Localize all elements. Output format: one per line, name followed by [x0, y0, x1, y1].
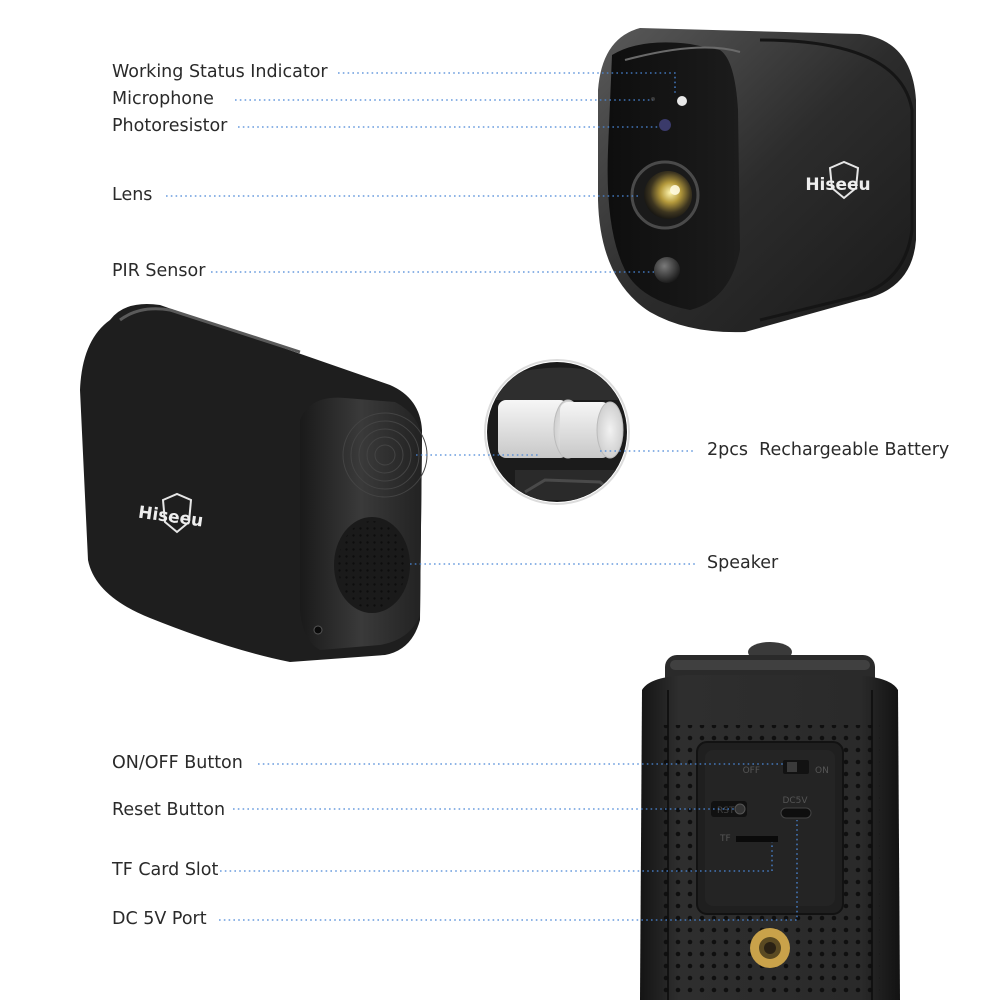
label-pir-sensor: PIR Sensor	[112, 261, 206, 281]
photoresistor	[659, 119, 671, 131]
label-onoff-button: ON/OFF Button	[112, 753, 243, 773]
pir-sensor	[654, 257, 680, 283]
status-indicator-led	[677, 96, 687, 106]
on-mark: ON	[815, 766, 829, 776]
camera-back-panel: OFF ON RST DC5V TF	[640, 642, 900, 1000]
microphone-hole	[651, 97, 655, 101]
label-photoresistor: Photoresistor	[112, 116, 228, 136]
label-speaker: Speaker	[707, 553, 779, 573]
label-rechargeable-battery: 2pcs Rechargeable Battery	[707, 440, 950, 460]
tf-mark: TF	[719, 834, 731, 844]
label-dc-5v-port: DC 5V Port	[112, 909, 207, 929]
camera-rear-view: Hiseeu	[80, 304, 428, 662]
label-microphone: Microphone	[112, 89, 214, 109]
battery-cell	[560, 402, 610, 458]
dc-port	[780, 807, 812, 819]
battery-inset	[484, 359, 630, 505]
label-lens: Lens	[112, 185, 153, 205]
lens	[644, 171, 692, 219]
battery-cell	[498, 400, 568, 458]
label-working-status-indicator: Working Status Indicator	[112, 62, 328, 82]
brand-logo-text: Hiseeu	[805, 175, 870, 195]
brand-logo-front: Hiseeu	[805, 160, 871, 200]
off-mark: OFF	[743, 766, 760, 776]
dc5v-mark: DC5V	[782, 796, 808, 806]
camera-front-view: Hiseeu	[598, 28, 916, 333]
label-tf-card-slot: TF Card Slot	[112, 860, 219, 880]
rst-mark: RST	[717, 806, 735, 816]
label-reset-button: Reset Button	[112, 800, 226, 820]
tf-card-slot	[736, 836, 778, 842]
leader-lines	[166, 72, 798, 921]
